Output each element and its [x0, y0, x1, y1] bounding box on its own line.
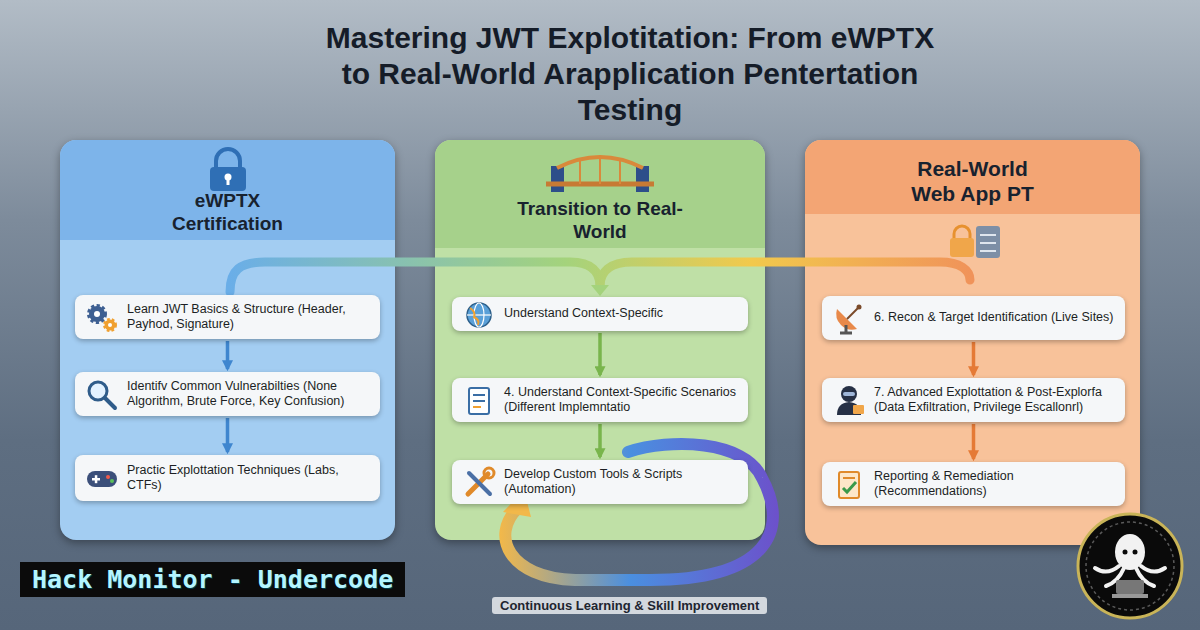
panel-header: Transition to Real-World: [515, 198, 685, 244]
step-label: Practic Explottation Techniques (Labs, C…: [127, 463, 370, 493]
report-icon: [839, 472, 859, 498]
step-box: Identifv Common Vulnerabilties (None Alg…: [75, 372, 380, 416]
step-icon: [461, 383, 497, 419]
globe-icon: [467, 303, 491, 327]
step-box: Develop Custom Tools & Scripts (Automati…: [452, 460, 748, 504]
step-label: 7. Advanced Explottation & Post-Explorfa…: [874, 385, 1115, 415]
step-box: 4. Understand Context-Specific Scenarios…: [452, 378, 748, 422]
column-panel: eWPTX CertificationLearn JWT Basics & St…: [60, 140, 395, 540]
step-box: Learn JWT Basics & Structure (Header, Pa…: [75, 295, 380, 339]
step-text: Learn JWT Basics & Structure (Header, Pa…: [75, 295, 380, 339]
step-label: 4. Understand Context-Specific Scenarios…: [504, 385, 738, 415]
watermark: Hack Monitor - Undercode: [20, 562, 405, 597]
footer-note: Continuous Learning & Skill Improvement: [492, 597, 767, 614]
step-icon: [84, 300, 120, 336]
step-text: Identifv Common Vulnerabilties (None Alg…: [75, 372, 380, 416]
dish-icon: [836, 305, 861, 334]
step-text: 7. Advanced Explottation & Post-Explorfa…: [822, 378, 1125, 422]
step-text: 6. Recon & Target Identification (Live S…: [822, 303, 1125, 332]
step-icon: [84, 461, 120, 497]
step-icon: [461, 297, 497, 333]
step-box: 7. Advanced Explottation & Post-Explorfa…: [822, 378, 1125, 422]
gears-icon: [89, 306, 116, 331]
step-text: Practic Explottation Techniques (Labs, C…: [75, 456, 380, 500]
step-icon: [461, 465, 497, 501]
panel-heading: Transition to Real-World: [515, 198, 685, 244]
step-icon: [84, 377, 120, 413]
column-panel: Transition to Real-WorldUnderstand Conte…: [435, 140, 765, 540]
step-label: Identifv Common Vulnerabilties (None Alg…: [127, 379, 370, 409]
step-label: 6. Recon & Target Identification (Live S…: [874, 310, 1115, 325]
panel-heading: Real-World Web App PT: [905, 156, 1040, 206]
hacker-icon: [837, 386, 864, 415]
step-box: Understand Context-Specific: [452, 297, 748, 331]
step-label: Reporting & Remediation (Recommendations…: [874, 469, 1115, 499]
step-icon: [831, 467, 867, 503]
step-text: Reporting & Remediation (Recommendations…: [822, 462, 1125, 506]
diagram-title: Mastering JWT Explotitation: From eWPTX …: [320, 20, 940, 128]
step-icon: [831, 383, 867, 419]
step-label: Learn JWT Basics & Structure (Header, Pa…: [127, 302, 370, 332]
panel-heading: eWPTX Certification: [143, 190, 313, 236]
panel-header: Real-World Web App PT: [905, 156, 1040, 206]
step-text: Develop Custom Tools & Scripts (Automati…: [452, 460, 748, 504]
step-label: Develop Custom Tools & Scripts (Automati…: [504, 467, 738, 497]
step-box: Reporting & Remediation (Recommendations…: [822, 462, 1125, 506]
step-text: 4. Understand Context-Specific Scenarios…: [452, 378, 748, 422]
step-icon: [831, 301, 867, 337]
step-text: Understand Context-Specific: [452, 299, 748, 328]
step-label: Understand Context-Specific: [504, 306, 738, 321]
step-box: Practic Explottation Techniques (Labs, C…: [75, 455, 380, 501]
gamepad-icon: [87, 471, 117, 487]
step-box: 6. Recon & Target Identification (Live S…: [822, 296, 1125, 340]
tools-icon: [468, 468, 494, 494]
magnifier-icon: [89, 382, 115, 408]
column-panel: Real-World Web App PT 6. Recon & Target I…: [805, 140, 1140, 545]
doc-icon: [469, 388, 489, 414]
panel-header: eWPTX Certification: [143, 190, 313, 236]
